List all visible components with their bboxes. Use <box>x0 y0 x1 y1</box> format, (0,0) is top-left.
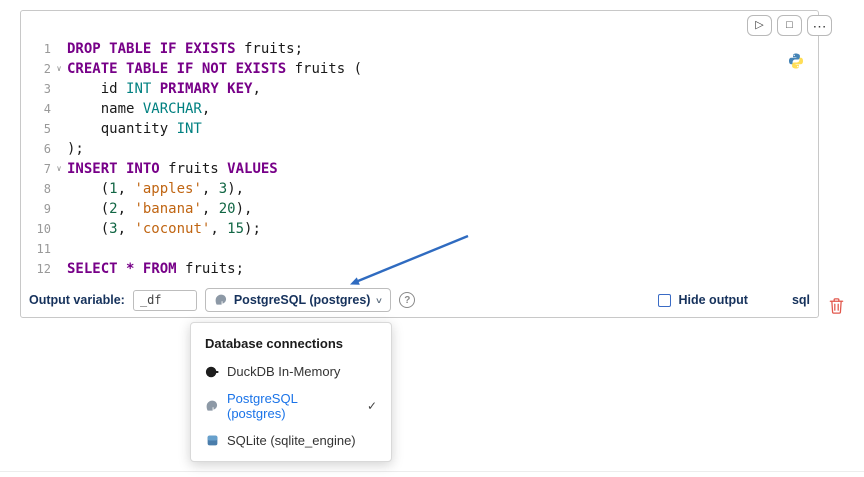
menu-title: Database connections <box>205 336 343 351</box>
code-line: 6); <box>21 139 796 159</box>
fold-gutter <box>51 99 67 119</box>
menu-item-label: DuckDB In-Memory <box>227 364 341 379</box>
line-number: 1 <box>43 42 51 56</box>
next-cell-divider <box>0 471 864 472</box>
output-variable-label: Output variable: <box>29 293 125 307</box>
code-line: 5 quantity INT <box>21 119 796 139</box>
menu-item-label: SQLite (sqlite_engine) <box>227 433 356 448</box>
menu-item-duckdb[interactable]: DuckDB In-Memory <box>191 358 391 385</box>
cell-language-label: sql <box>791 293 810 307</box>
run-button[interactable]: ▷ <box>747 15 772 36</box>
code-line: 12 SELECT * FROM fruits; <box>21 259 796 279</box>
line-number: 5 <box>43 122 51 136</box>
menu-item-sqlite[interactable]: SQLite (sqlite_engine) <box>191 427 391 454</box>
menu-item-label: PostgreSQL (postgres) <box>227 391 298 421</box>
line-number: 3 <box>43 82 51 96</box>
fold-gutter <box>51 199 67 219</box>
code-line: 11 <box>21 239 796 259</box>
code-editor[interactable]: 1 DROP TABLE IF EXISTS fruits; 2 ∨ CREATE TA… <box>21 39 796 283</box>
code-text: (2, 'banana', 20), <box>67 201 253 217</box>
code-text: ); <box>67 141 84 157</box>
code-text: (1, 'apples', 3), <box>67 181 245 197</box>
code-text: INSERT INTO fruits VALUES <box>67 161 278 177</box>
check-icon: ✓ <box>366 399 377 413</box>
line-number: 9 <box>43 202 51 216</box>
play-icon: ▷ <box>755 19 764 31</box>
output-variable-input[interactable] <box>132 289 197 311</box>
line-number: 6 <box>43 142 51 156</box>
line-number: 2 <box>43 62 51 76</box>
code-line: 2 ∨ CREATE TABLE IF NOT EXISTS fruits ( <box>21 59 796 79</box>
fold-gutter <box>51 119 67 139</box>
cell-bottom-bar: Output variable: PostgreSQL (postgres) ∨… <box>21 283 818 317</box>
line-number: 11 <box>36 242 51 256</box>
postgresql-icon <box>205 399 219 413</box>
line-number: 4 <box>43 102 51 116</box>
code-text: quantity INT <box>67 121 202 137</box>
hide-output-checkbox[interactable] <box>657 293 671 307</box>
code-text: CREATE TABLE IF NOT EXISTS fruits ( <box>67 61 363 77</box>
cell-toolbar: ▷ □ ⋯ <box>747 15 832 36</box>
hide-output-label: Hide output <box>678 293 748 307</box>
code-text: SELECT * FROM fruits; <box>67 261 245 277</box>
fold-chevron-icon[interactable]: ∨ <box>56 64 62 73</box>
menu-item-postgresql[interactable]: PostgreSQL (postgres) ✓ <box>191 385 391 427</box>
connection-dropdown-button[interactable]: PostgreSQL (postgres) ∨ <box>204 288 392 312</box>
fold-gutter <box>51 139 67 159</box>
code-text: name VARCHAR, <box>67 101 211 117</box>
fold-gutter <box>51 259 67 279</box>
postgresql-icon <box>214 293 228 307</box>
code-line: 4 name VARCHAR, <box>21 99 796 119</box>
more-options-button[interactable]: ⋯ <box>807 15 832 36</box>
code-text: (3, 'coconut', 15); <box>67 221 261 237</box>
code-line: 10 (3, 'coconut', 15); <box>21 219 796 239</box>
sql-cell: ▷ □ ⋯ 1 DROP TABLE IF EXISTS fruits; 2 ∨ CRE… <box>20 10 832 318</box>
code-line: 7 ∨ INSERT INTO fruits VALUES <box>21 159 796 179</box>
line-number: 12 <box>36 262 51 276</box>
line-number: 7 <box>43 162 51 176</box>
duckdb-icon <box>205 365 219 379</box>
fold-chevron-icon[interactable]: ∨ <box>56 164 62 173</box>
sqlite-icon <box>205 434 219 448</box>
stop-icon: □ <box>786 19 793 31</box>
code-text: DROP TABLE IF EXISTS fruits; <box>67 41 304 57</box>
interrupt-button[interactable]: □ <box>777 15 802 36</box>
code-text: id INT PRIMARY KEY, <box>67 81 261 97</box>
fold-gutter <box>51 179 67 199</box>
fold-gutter <box>51 39 67 59</box>
fold-gutter <box>51 79 67 99</box>
fold-gutter <box>51 219 67 239</box>
ellipsis-icon: ⋯ <box>812 17 827 34</box>
trash-icon <box>829 298 844 314</box>
code-line: 1 DROP TABLE IF EXISTS fruits; <box>21 39 796 59</box>
line-number: 10 <box>36 222 51 236</box>
code-line: 9 (2, 'banana', 20), <box>21 199 796 219</box>
code-line: 8 (1, 'apples', 3), <box>21 179 796 199</box>
line-number: 8 <box>43 182 51 196</box>
chevron-down-icon: ∨ <box>375 295 384 305</box>
help-icon[interactable]: ? <box>399 292 416 308</box>
python-kernel-icon <box>788 53 804 69</box>
fold-gutter <box>51 239 67 259</box>
code-line: 3 id INT PRIMARY KEY, <box>21 79 796 99</box>
delete-cell-button[interactable] <box>828 297 845 315</box>
database-connections-menu: Database connections DuckDB In-Memory Po… <box>190 322 392 462</box>
connection-label: PostgreSQL (postgres) <box>233 293 371 307</box>
